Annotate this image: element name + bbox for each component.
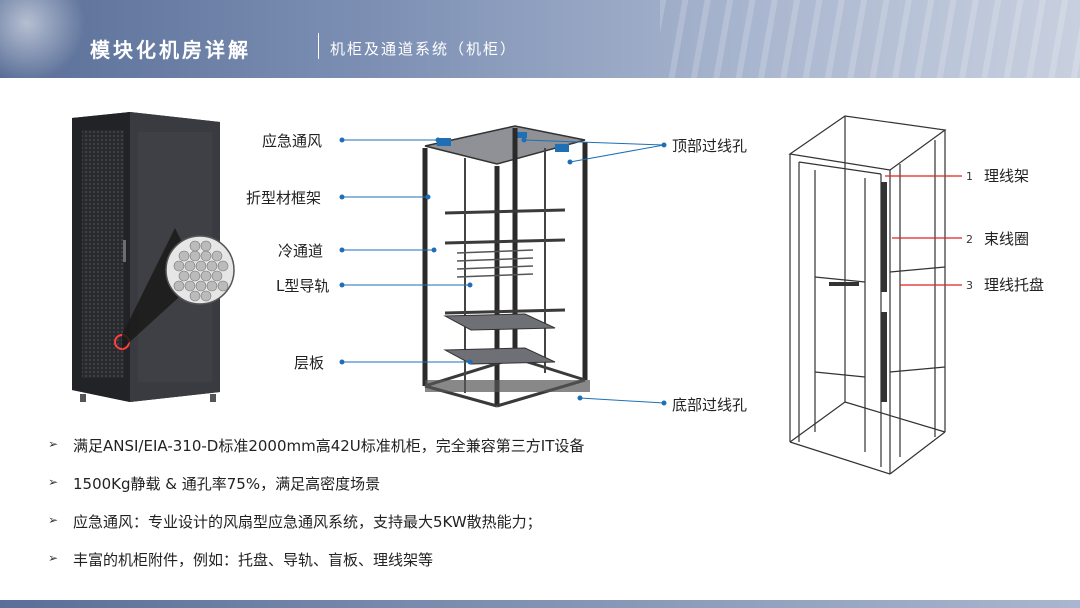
label-folded-frame: 折型材框架: [246, 189, 322, 207]
page-subtitle: 机柜及通道系统（机柜）: [330, 40, 518, 58]
label-l-rail: L型导轨: [276, 277, 330, 295]
label-cable-tray: 理线托盘: [984, 276, 1045, 294]
header-building-pattern: [660, 0, 1080, 78]
label-emergency-vent: 应急通风: [262, 132, 323, 150]
callout-number-3: 3: [966, 279, 973, 292]
header-glow: [0, 0, 90, 78]
label-shelf: 层板: [294, 354, 325, 372]
arrow-right-icon: ➢: [48, 475, 59, 489]
cabinet-line-drawing: [788, 115, 947, 475]
cabinet-frame-image: [422, 125, 590, 408]
label-cold-aisle: 冷通道: [278, 242, 324, 260]
arrow-right-icon: ➢: [48, 513, 59, 527]
closed-cabinet-image: [72, 112, 235, 402]
label-top-cable-hole: 顶部过线孔: [672, 137, 748, 155]
arrow-right-icon: ➢: [48, 551, 59, 565]
callout-number-2: 2: [966, 233, 973, 246]
footer-band: [0, 600, 1080, 608]
page-title: 模块化机房详解: [90, 38, 251, 62]
label-bottom-cable-hole: 底部过线孔: [672, 396, 748, 414]
label-cable-ring: 束线圈: [984, 230, 1030, 248]
title-separator: [318, 33, 319, 59]
arrow-right-icon: ➢: [48, 437, 59, 451]
header-banner: [0, 0, 1080, 78]
callout-number-1: 1: [966, 170, 973, 183]
label-cable-rack: 理线架: [984, 167, 1030, 185]
